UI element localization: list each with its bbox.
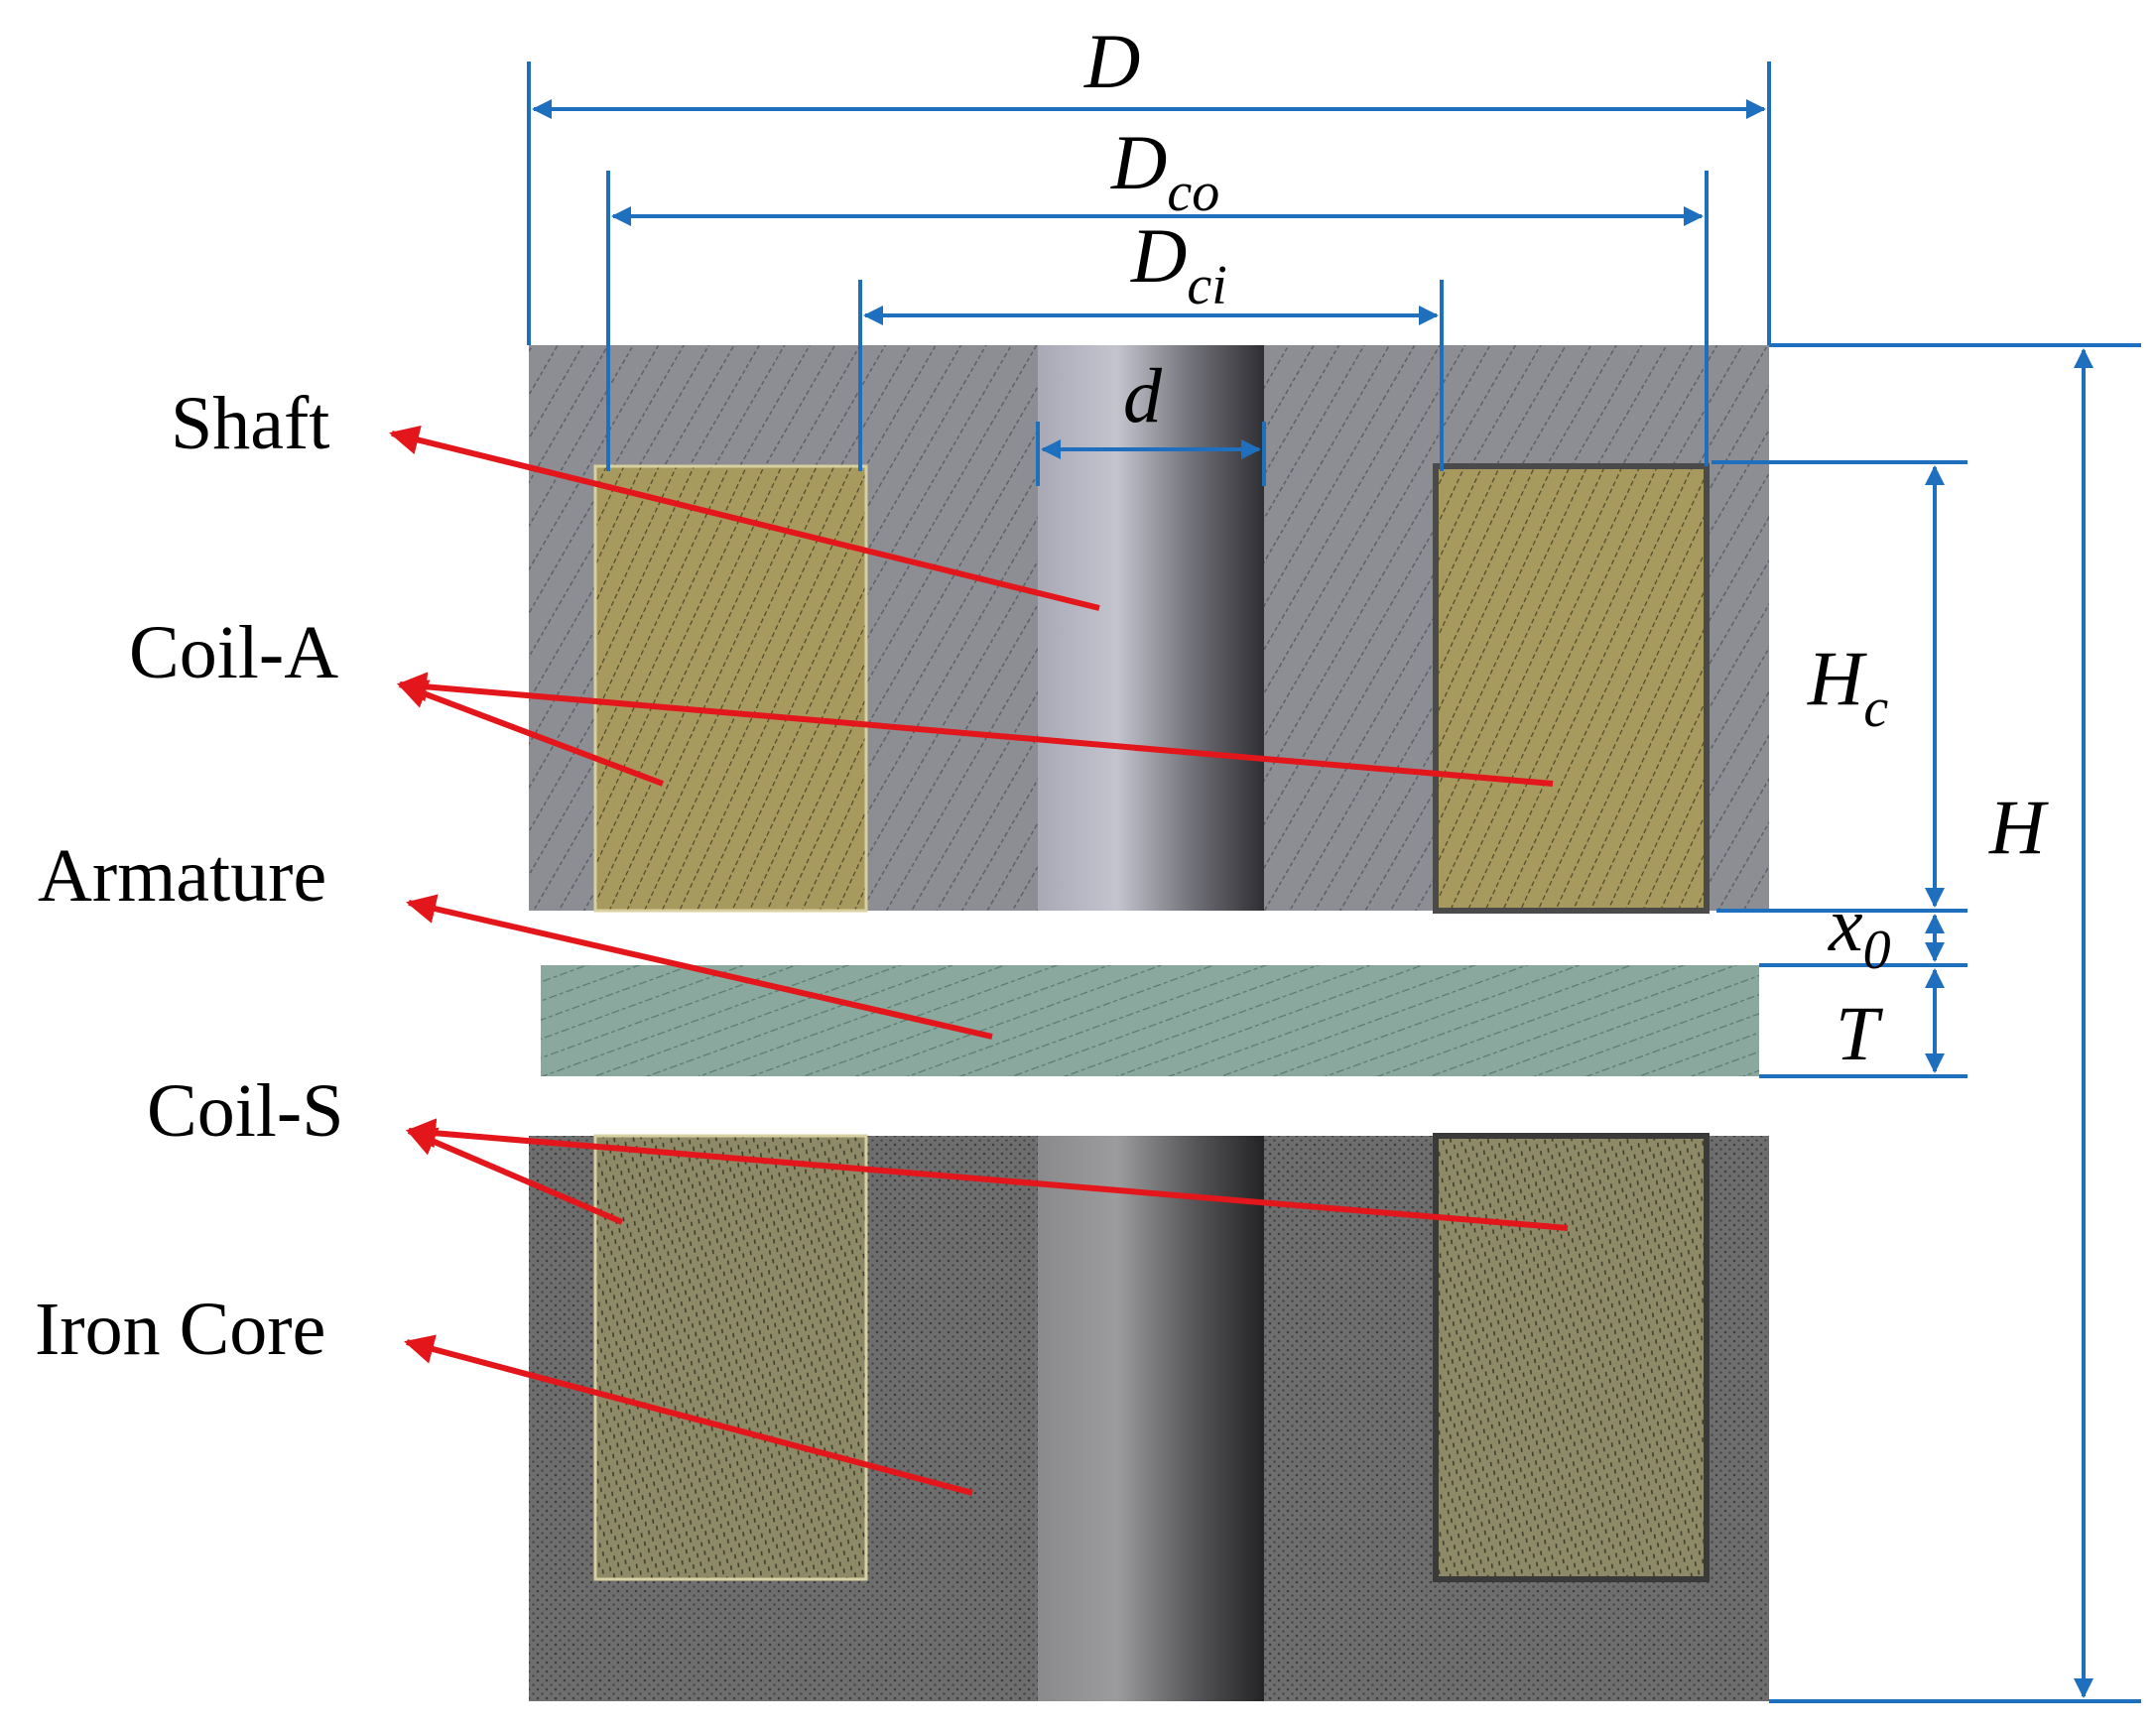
coil-a-label: Coil-A: [129, 611, 338, 694]
dim-Hc-label: Hc: [1807, 635, 1888, 739]
coil-s-leader-left: [406, 1127, 624, 1225]
armature-label: Armature: [38, 834, 326, 918]
coil-s-leader-right: [406, 1118, 1569, 1231]
dim-Dco-label: Dco: [1110, 119, 1219, 223]
lower-iron-core: [529, 1133, 1769, 1701]
coil-s-right: [1433, 1133, 1710, 1582]
dimension-lines: [527, 62, 2141, 1703]
iron-core-leader: [404, 1334, 973, 1496]
coil-a-right: [1433, 463, 1710, 914]
iron-core-label: Iron Core: [35, 1288, 325, 1371]
armature-plate: [541, 965, 1759, 1076]
leader-arrows: [389, 425, 1569, 1496]
coil-a-leader-right: [397, 672, 1554, 787]
coil-s-left: [593, 1134, 868, 1581]
lower-shaft-section: [1038, 1136, 1264, 1701]
dim-d-label: d: [1123, 352, 1163, 438]
armature-leader: [406, 894, 993, 1040]
dim-T-label: T: [1836, 990, 1883, 1076]
dim-x0-label: x0: [1828, 881, 1891, 981]
coil-a-leader-left: [397, 680, 665, 787]
dim-D-label: D: [1083, 18, 1140, 104]
coil-s-label: Coil-S: [147, 1069, 344, 1153]
coil-a-left: [593, 464, 868, 913]
shaft-leader: [389, 425, 1100, 611]
shaft-label: Shaft: [171, 382, 329, 465]
dim-H-label: H: [1988, 784, 2049, 870]
dim-Dci-label: Dci: [1130, 212, 1227, 316]
